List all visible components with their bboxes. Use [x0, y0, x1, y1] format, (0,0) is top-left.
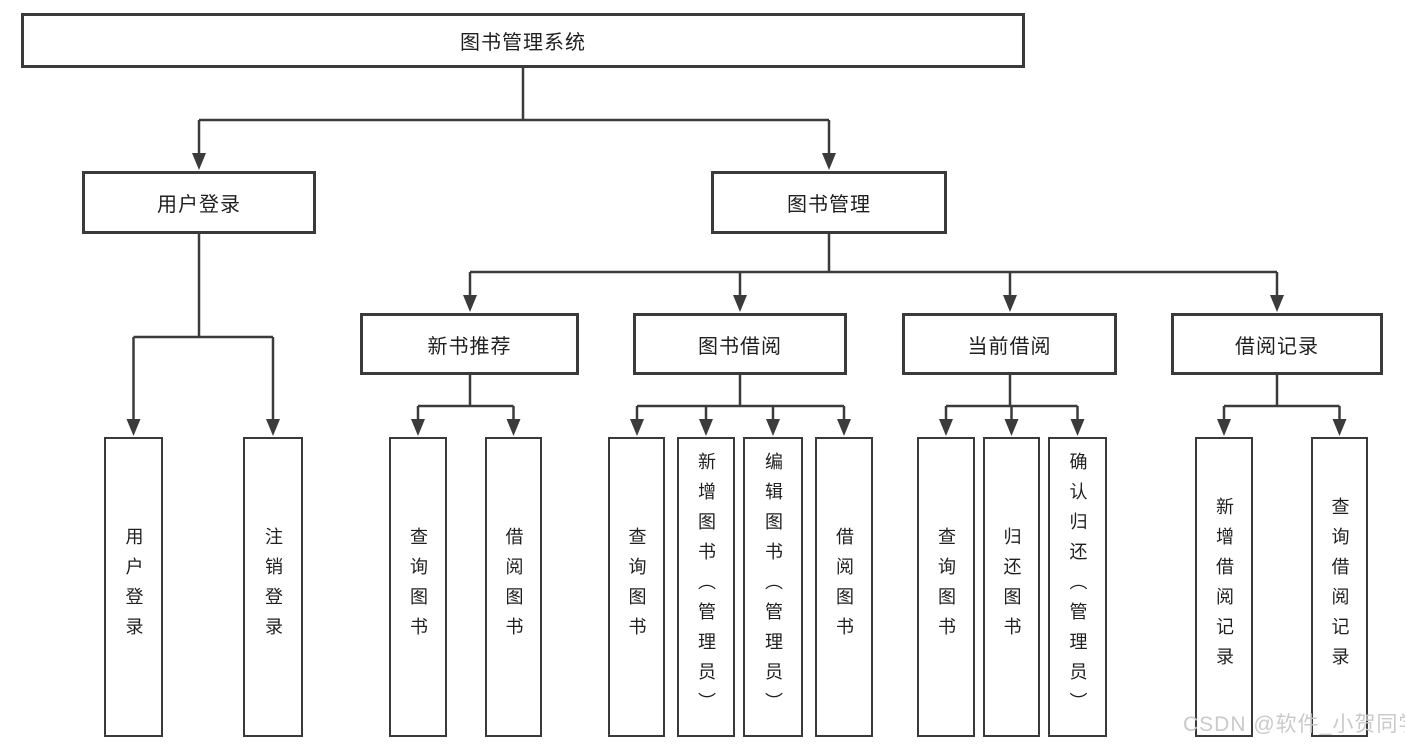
arrowhead	[411, 419, 425, 436]
node-current-borrow-label: 当前借阅	[967, 335, 1052, 358]
node-leaf-logout: 注销登录	[243, 437, 303, 737]
node-leaf-query-books-current-label: 查询图书	[936, 527, 956, 647]
arrowhead	[1217, 419, 1231, 436]
edge-userlogin-to-leaves	[132, 234, 275, 420]
arrowhead	[733, 295, 747, 312]
node-leaf-query-books-recommend: 查询图书	[389, 437, 447, 737]
edge-bookmgmt-to-level3	[468, 234, 1279, 296]
node-borrow-record: 借阅记录	[1171, 313, 1383, 375]
node-leaf-borrow-books: 借阅图书	[815, 437, 873, 737]
node-book-management: 图书管理	[711, 171, 947, 234]
arrowhead	[266, 419, 280, 436]
edge-currentborrow-to-leaves	[944, 375, 1079, 420]
node-leaf-add-books-admin-label: 新增图书（管理员）	[696, 452, 716, 722]
node-leaf-user-login: 用户登录	[104, 437, 163, 737]
arrowhead	[699, 419, 713, 436]
arrowhead	[939, 419, 953, 436]
edge-newbook-to-leaves	[416, 375, 515, 420]
arrowhead	[630, 419, 644, 436]
arrowhead	[766, 419, 780, 436]
arrowhead	[506, 419, 521, 436]
node-user-login-label: 用户登录	[157, 194, 241, 216]
node-leaf-query-books-recommend-label: 查询图书	[408, 527, 428, 647]
node-borrow-record-label: 借阅记录	[1235, 335, 1319, 358]
arrowhead	[192, 153, 206, 170]
node-root: 图书管理系统	[21, 13, 1025, 68]
edge-bookborrow-to-leaves	[635, 375, 846, 420]
node-leaf-borrow-books-recommend: 借阅图书	[485, 437, 542, 737]
node-leaf-query-books-current: 查询图书	[917, 437, 975, 737]
node-leaf-query-borrow-record-label: 查询借阅记录	[1329, 497, 1350, 677]
watermark: CSDN @软件_小贺同学	[1183, 713, 1405, 736]
arrowhead	[126, 419, 141, 436]
arrowhead	[1070, 419, 1085, 436]
node-book-borrow-label: 图书借阅	[698, 335, 782, 358]
node-leaf-return-books: 归还图书	[983, 437, 1040, 737]
node-root-label: 图书管理系统	[460, 32, 586, 54]
node-book-borrow: 图书借阅	[633, 313, 847, 375]
node-leaf-edit-books-admin: 编辑图书（管理员）	[743, 437, 803, 737]
node-new-book-recommend-label: 新书推荐	[427, 335, 512, 358]
node-leaf-borrow-books-recommend-label: 借阅图书	[503, 527, 524, 647]
node-new-book-recommend: 新书推荐	[360, 313, 579, 375]
arrowhead	[1003, 295, 1017, 312]
node-leaf-borrow-books-label: 借阅图书	[834, 527, 854, 647]
arrowhead	[1004, 419, 1019, 436]
node-leaf-edit-books-admin-label: 编辑图书（管理员）	[763, 452, 783, 722]
node-leaf-logout-label: 注销登录	[263, 527, 283, 647]
node-leaf-query-books-borrow: 查询图书	[608, 437, 665, 737]
node-current-borrow: 当前借阅	[902, 313, 1117, 375]
node-leaf-add-borrow-record-label: 新增借阅记录	[1214, 497, 1234, 677]
node-leaf-confirm-return-admin: 确认归还（管理员）	[1048, 437, 1107, 737]
node-leaf-query-borrow-record: 查询借阅记录	[1311, 437, 1368, 737]
edge-borrowrecord-to-leaves	[1222, 375, 1341, 420]
node-leaf-add-borrow-record: 新增借阅记录	[1195, 437, 1253, 737]
node-book-management-label: 图书管理	[787, 194, 871, 216]
arrowhead	[1332, 419, 1347, 436]
node-leaf-confirm-return-admin-label: 确认归还（管理员）	[1067, 452, 1088, 722]
arrowhead	[822, 153, 836, 170]
node-user-login: 用户登录	[82, 171, 316, 234]
arrowhead	[1270, 295, 1284, 312]
node-leaf-user-login-label: 用户登录	[123, 527, 144, 647]
node-leaf-query-books-borrow-label: 查询图书	[626, 527, 647, 647]
arrowhead	[837, 419, 851, 436]
arrowhead	[463, 295, 477, 312]
node-leaf-return-books-label: 归还图书	[1001, 527, 1022, 647]
node-leaf-add-books-admin: 新增图书（管理员）	[677, 437, 735, 737]
edge-root-to-level2	[197, 68, 831, 154]
arrowhead-group	[126, 153, 1347, 436]
